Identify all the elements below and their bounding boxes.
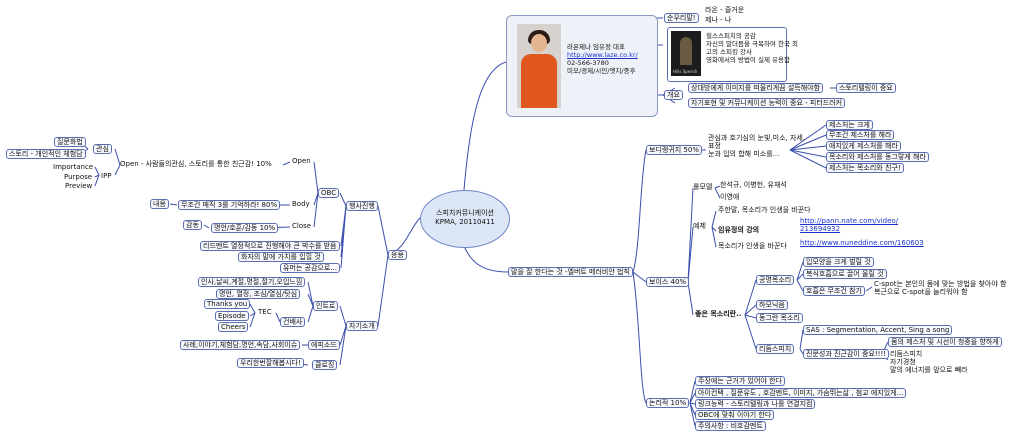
cspot-desc: C-spot는 본인의 몸에 맞는 방법을 찾아야 함 복근으로 C-spot을… xyxy=(874,280,1007,296)
rhythm-speech-node[interactable]: 리듬스피치 xyxy=(756,344,795,354)
close-label: Close xyxy=(292,222,312,230)
sincerity-item[interactable]: 몸의 제스처 및 시선이 청중을 향하게 xyxy=(888,337,1002,347)
jena-text: 제나 - 나 xyxy=(705,16,732,24)
example-link[interactable]: http://www.nuneddine.com/160603 xyxy=(800,239,924,247)
profile-photo xyxy=(517,24,561,108)
episode-desc[interactable]: 사례,이야기,체험담,명언,속담,사회이슈 xyxy=(180,340,301,350)
overview-item[interactable]: 상대방에게 이미지를 떠올리게끔 설득해야함 xyxy=(688,83,824,93)
example-item: 임유정의 강의 xyxy=(718,226,760,234)
purpose-label: Purpose xyxy=(64,173,93,181)
profile-name: 라온제나 임유정 대표 xyxy=(567,43,625,51)
body-language-desc: 관심과 호기심의 눈빛,미소, 자세, 표정 눈과 입의 합해 미소를... xyxy=(708,134,806,158)
resonance-item[interactable]: 복식호흡으로 끌어 올릴 것 xyxy=(803,269,887,279)
intro-node[interactable]: 인트로 xyxy=(313,301,339,311)
tec-label: TEC xyxy=(258,308,272,316)
example-item: 주한말, 목소리가 인생을 바꾼다 xyxy=(718,206,811,214)
book-cover-caption: Hills Speech xyxy=(673,69,698,74)
raon-text: 라온 - 즐거운 xyxy=(705,6,745,14)
question-node[interactable]: 질문화법 xyxy=(54,137,86,147)
role-model-item: 이영애 xyxy=(720,193,740,201)
example-label: 예제 xyxy=(693,222,706,230)
example-item: 목소리가 인생을 바꾼다 xyxy=(718,242,787,250)
open-desc: Open - 사람들의관심, 스토리를 통한 친근감! 10% xyxy=(120,160,272,168)
logic-node[interactable]: 논리적 10% xyxy=(646,398,690,408)
ipp-label: IPP xyxy=(101,172,112,180)
host-tip[interactable]: 화자의 말에 가치를 입힐 것 xyxy=(238,252,324,262)
center-subtitle: KPMA, 20110411 xyxy=(435,218,495,226)
gesture-item[interactable]: 무조건 제스처를 해라 xyxy=(826,130,895,140)
round-voice-node[interactable]: 동그란 목소리 xyxy=(756,313,803,323)
importance-label: Importance xyxy=(53,163,94,171)
body-language-node[interactable]: 보디랭귀지 50% xyxy=(646,145,702,155)
host-tip[interactable]: 리드멘트 열정적으로 진행해야 큰 박수를 받음 xyxy=(200,241,340,251)
logic-item[interactable]: 링크능력 - 스토리텔링과 나를 연결지컴 xyxy=(695,399,816,409)
harmonic-node[interactable]: 하모닉음 xyxy=(756,300,788,310)
logic-item[interactable]: 아이컨택 , 질문유도 , 호감멘트, 이미지, 가슴뛰는삶 , 첨교 에지있게… xyxy=(695,388,907,398)
overview-node[interactable]: 개요 xyxy=(664,90,683,100)
gesture-item[interactable]: 제스처는 크게 xyxy=(826,120,873,130)
role-model-item: 한석규, 이병헌, 유재석 xyxy=(720,181,787,189)
resonance-item[interactable]: 호흡은 무조건 참기 xyxy=(803,286,865,296)
role-model-label: 롤모델 xyxy=(693,183,713,191)
profile-link[interactable]: http://www.laze.co.kr/ xyxy=(567,51,638,59)
intro-item[interactable]: 명언, 열정, 조심/열심/탓심 xyxy=(216,289,301,299)
sincerity-node[interactable]: 진문성과 진근감이 중요!!!! xyxy=(803,349,890,359)
pure-korean-node[interactable]: 순우리말! xyxy=(664,13,699,23)
body-label: Body xyxy=(292,200,310,208)
overview-subitem[interactable]: 스토리텔링이 중요 xyxy=(836,83,896,93)
close-desc[interactable]: 명언/호훈/감동 10% xyxy=(211,223,279,233)
emotion-node[interactable]: 감동 xyxy=(183,220,202,230)
voice-node[interactable]: 보이스 40% xyxy=(646,277,690,287)
resonance-node[interactable]: 공명목소리 xyxy=(756,275,795,285)
book-cover-image: Hills Speech xyxy=(671,31,701,76)
application-node[interactable]: 응용 xyxy=(388,250,407,260)
obc-node[interactable]: OBC xyxy=(318,188,340,198)
overview-item[interactable]: 자기표현 및 커뮤니케이션 능력이 중요 - 피터드러커 xyxy=(688,98,846,108)
logic-item[interactable]: 주의사항 : 비호감멘트 xyxy=(695,421,766,431)
resonance-item[interactable]: 입모양을 크게 벌릴 것 xyxy=(803,257,874,267)
book-description: 힐스스피치의 공감 자신의 말더듬을 극복하여 한국 최 고의 스피킹 강사 영… xyxy=(706,32,798,64)
tec-item[interactable]: Thanks you xyxy=(204,299,251,309)
open-label: Open xyxy=(292,157,311,165)
example-link[interactable]: http://pann.nate.com/video/ 213694932 xyxy=(800,217,899,233)
episode-node[interactable]: 에피소드 xyxy=(308,340,340,350)
center-title: 스피치커뮤니케이션 xyxy=(436,209,494,217)
good-voice-label: 좋은 목소리란.. xyxy=(695,310,742,318)
closing-desc[interactable]: 우리한번잘해봅시다! xyxy=(237,358,304,368)
host-tip[interactable]: 유머는 공감으로... xyxy=(280,263,340,273)
gesture-item[interactable]: 목소리와 제스처를 동그랗게 해라 xyxy=(826,152,929,162)
mehrabian-law-node[interactable]: 말을 잘 한다는 것 -엘버트 메러비안 법칙 xyxy=(508,267,633,277)
sincerity-desc: 리듬스피치 자기경청 말의 에너지를 앞으로 빼라 xyxy=(890,350,968,374)
content-node[interactable]: 내용 xyxy=(150,199,169,209)
gesture-item[interactable]: 제스처는 목소리와 친구! xyxy=(826,163,904,173)
profile-tags: 미모/경제/시민/엣지/중후 xyxy=(567,67,636,75)
interest-node[interactable]: 관심 xyxy=(93,144,112,154)
preview-label: Preview xyxy=(65,182,93,190)
self-intro-node[interactable]: 자기소개 xyxy=(346,321,378,331)
logic-item[interactable]: OBC에 맞춰 이야기 한다 xyxy=(695,410,775,420)
gesture-item[interactable]: 애지있게 제스처를 해라 xyxy=(826,141,901,151)
sas-node[interactable]: SAS : Segmentation, Accent, Sing a song xyxy=(803,325,953,335)
toast-node[interactable]: 건배사 xyxy=(280,317,306,327)
story-node[interactable]: 스토리 - 개인적인 체험담 xyxy=(6,149,86,159)
intro-item[interactable]: 인사,날씨,계절,명절,절기,오입느낌 xyxy=(198,277,306,287)
book-node[interactable]: Hills Speech 힐스스피치의 공감 자신의 말더듬을 극복하여 한국 … xyxy=(667,27,798,82)
tec-item[interactable]: Episode xyxy=(215,311,249,321)
event-host-node[interactable]: 행사진행 xyxy=(346,201,378,211)
body-desc[interactable]: 무조건 매직 3를 기억하라! 80% xyxy=(178,200,281,210)
profile-phone: 02-566-3780 xyxy=(567,59,609,67)
tec-item[interactable]: Cheers xyxy=(218,322,249,332)
profile-card[interactable]: 라온제나 임유정 대표 http://www.laze.co.kr/ 02-56… xyxy=(506,15,658,117)
closing-node[interactable]: 클로징 xyxy=(312,360,338,370)
logic-item[interactable]: 주장에는 근거가 있어야 한다 xyxy=(695,376,785,386)
